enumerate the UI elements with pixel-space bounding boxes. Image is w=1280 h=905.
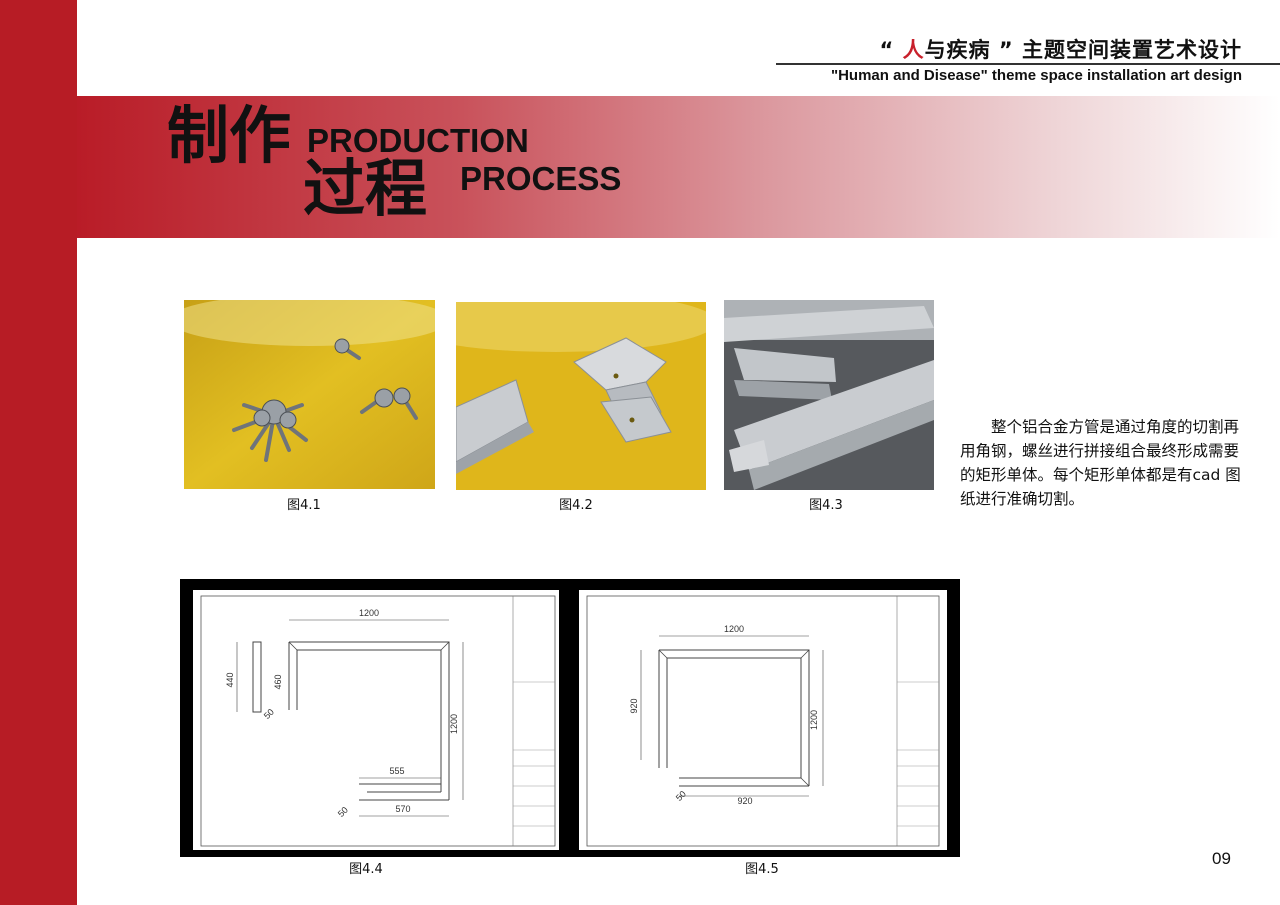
figure-caption-4-2: 图4.2 [559, 498, 593, 513]
cad1-dim-small-2: 50 [336, 805, 350, 819]
banner-title-en-line2: PROCESS [460, 160, 622, 197]
left-red-sidebar [0, 0, 77, 905]
banner-title-en-line1: PRODUCTION [307, 122, 529, 159]
header-quote-open: “ [879, 38, 903, 62]
header-accent-char: 人 [902, 38, 925, 62]
cad1-dim-bottom-inner: 555 [389, 766, 404, 776]
section-banner [77, 96, 1280, 238]
cad-drawing-4-4: 1200 440 460 1200 555 570 50 50 [180, 579, 568, 857]
cad1-dim-small-1: 50 [262, 707, 276, 721]
cad1-dim-left-outer: 440 [225, 672, 235, 687]
cad2-dim-top: 1200 [724, 624, 744, 634]
cad-sheet-4-5: 1200 920 1200 920 50 [579, 590, 947, 850]
photo-screws [184, 300, 435, 489]
cad2-dim-small: 50 [674, 789, 688, 803]
header-title-english: "Human and Disease" theme space installa… [830, 67, 1242, 84]
figure-caption-4-5: 图4.5 [745, 862, 779, 877]
figure-caption-4-4: 图4.4 [349, 862, 383, 877]
banner-title-cn-line1: 制作 [167, 99, 292, 172]
cad2-dim-bottom: 920 [737, 796, 752, 806]
banner-title-cn-line2: 过程 [303, 152, 428, 225]
page-number: 09 [1212, 849, 1231, 868]
cad1-dim-right: 1200 [449, 714, 459, 734]
header-title-rest: 与疾病 ” 主题空间装置艺术设计 [924, 38, 1242, 62]
description-paragraph: 整个铝合金方管是通过角度的切割再用角钢，螺丝进行拼接组合最终形成需要的矩形单体。… [960, 415, 1250, 511]
figure-caption-4-3: 图4.3 [809, 498, 843, 513]
photo-angle-brackets [456, 302, 706, 490]
cad-sheet-4-4: 1200 440 460 1200 555 570 50 50 [193, 590, 559, 850]
header-divider [776, 63, 1280, 65]
cad1-dim-top: 1200 [359, 608, 379, 618]
cad2-dim-left: 920 [629, 698, 639, 713]
cad1-dim-left-inner: 460 [273, 674, 283, 689]
cad2-dim-right: 1200 [809, 710, 819, 730]
description-text: 整个铝合金方管是通过角度的切割再用角钢，螺丝进行拼接组合最终形成需要的矩形单体。… [960, 418, 1241, 508]
cad1-dim-bottom-outer: 570 [395, 804, 410, 814]
cad-drawing-4-5: 1200 920 1200 920 50 [568, 579, 960, 857]
header-title-chinese: “ 人与疾病 ” 主题空间装置艺术设计 [879, 34, 1242, 64]
figure-caption-4-1: 图4.1 [287, 498, 321, 513]
photo-aluminum-tubes [724, 300, 934, 490]
